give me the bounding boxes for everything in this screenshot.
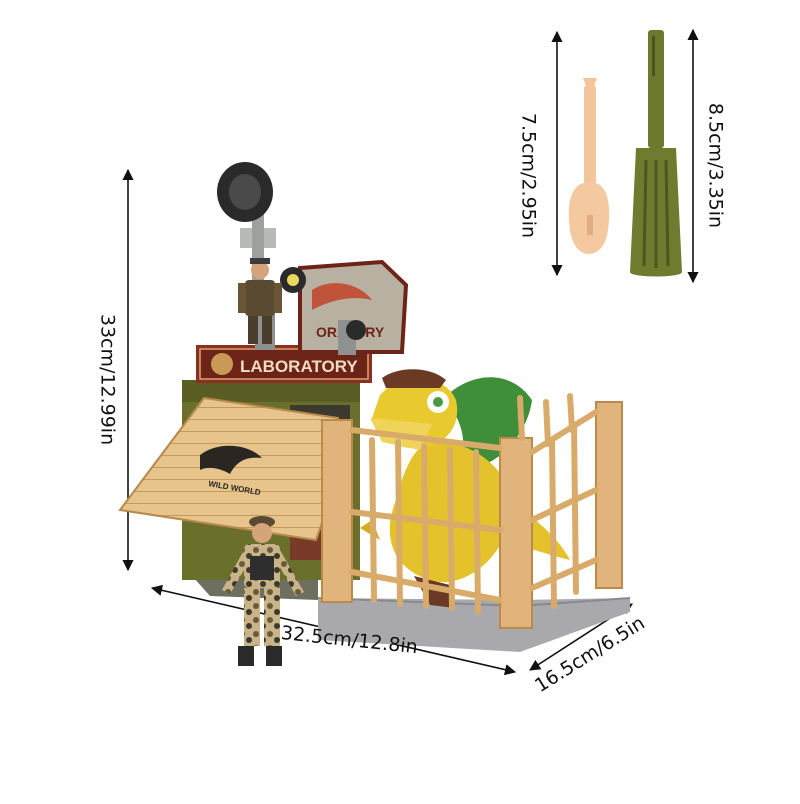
height-label: 33cm/12.99in bbox=[96, 313, 119, 446]
soldier-figure-top bbox=[238, 258, 282, 344]
soldier-figure-front bbox=[222, 516, 304, 666]
plastic-screwdriver bbox=[630, 30, 682, 277]
dinosaur-figure bbox=[360, 369, 570, 608]
tool-small-label: 7.5cm/2.95in bbox=[517, 112, 540, 239]
laboratory-sign-text: LABORATORY bbox=[240, 357, 358, 376]
cage bbox=[321, 393, 623, 629]
plastic-shovel bbox=[568, 78, 610, 254]
tool-large-label: 8.5cm/3.35in bbox=[704, 102, 727, 229]
